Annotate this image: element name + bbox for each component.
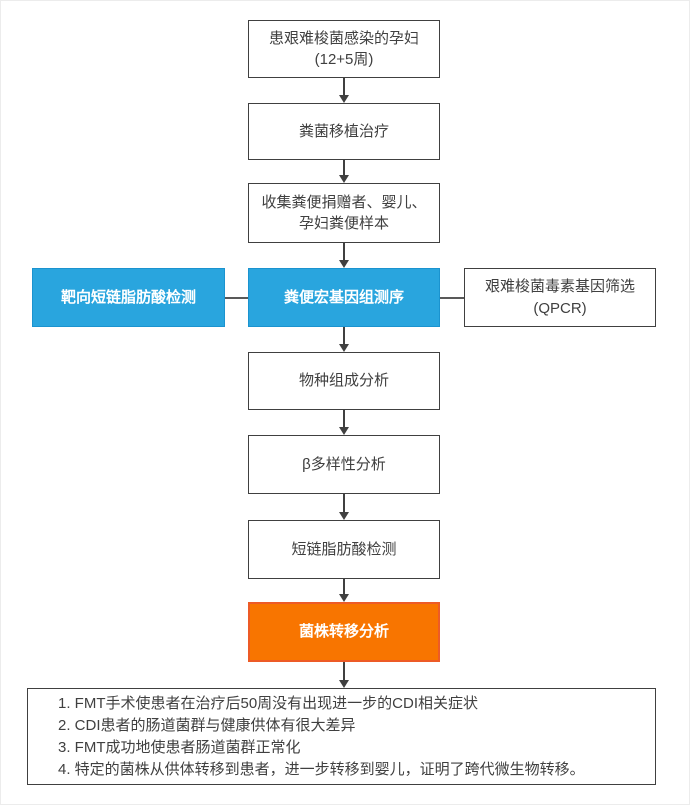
node-collect-samples-line1: 收集粪便捐赠者、婴儿、 bbox=[261, 193, 427, 211]
node-targeted-scfa: 靶向短链脂肪酸检测 bbox=[32, 268, 225, 327]
arrow-head bbox=[339, 594, 349, 602]
conclusion-item-3: 3. FMT成功地使患者肠道菌群正常化 bbox=[58, 738, 301, 756]
node-beta-diversity: β多样性分析 bbox=[248, 435, 440, 494]
arrow-head bbox=[339, 512, 349, 520]
arrow-down-icon bbox=[337, 160, 351, 183]
node-patient: 患艰难梭菌感染的孕妇 (12+5周) bbox=[248, 20, 440, 78]
arrow-down-icon bbox=[337, 410, 351, 435]
node-metagenomic-sequencing: 粪便宏基因组测序 bbox=[248, 268, 440, 327]
node-fmt-treatment-label: 粪菌移植治疗 bbox=[298, 122, 389, 140]
arrow-shaft bbox=[343, 327, 345, 344]
connector-line bbox=[225, 297, 248, 299]
arrow-down-icon bbox=[337, 494, 351, 520]
node-patient-line2: (12+5周) bbox=[314, 51, 374, 68]
node-strain-transfer: 菌株转移分析 bbox=[248, 602, 440, 662]
node-species-composition: 物种组成分析 bbox=[248, 352, 440, 410]
conclusion-item-1: 1. FMT手术使患者在治疗后50周没有出现进一步的CDI相关症状 bbox=[58, 694, 479, 712]
node-strain-transfer-label: 菌株转移分析 bbox=[298, 623, 389, 641]
node-metagenomic-sequencing-label: 粪便宏基因组测序 bbox=[283, 288, 404, 306]
node-collect-samples: 收集粪便捐赠者、婴儿、 孕妇粪便样本 bbox=[248, 183, 440, 243]
arrow-down-icon bbox=[337, 78, 351, 103]
connector-line bbox=[440, 297, 464, 299]
node-toxin-screening-line2: (QPCR) bbox=[533, 299, 587, 317]
node-fmt-treatment: 粪菌移植治疗 bbox=[248, 103, 440, 160]
arrow-shaft bbox=[343, 78, 345, 95]
arrow-head bbox=[339, 344, 349, 352]
arrow-down-icon bbox=[337, 579, 351, 602]
arrow-down-icon bbox=[337, 243, 351, 268]
node-toxin-screening: 艰难梭菌毒素基因筛选 (QPCR) bbox=[464, 268, 656, 327]
node-collect-samples-line2: 孕妇粪便样本 bbox=[298, 215, 389, 232]
node-beta-diversity-label: β多样性分析 bbox=[302, 455, 386, 473]
node-conclusions: 1. FMT手术使患者在治疗后50周没有出现进一步的CDI相关症状 2. CDI… bbox=[27, 688, 656, 785]
arrow-down-icon bbox=[337, 327, 351, 352]
node-species-composition-label: 物种组成分析 bbox=[298, 372, 389, 390]
node-toxin-screening-line1: 艰难梭菌毒素基因筛选 bbox=[484, 278, 635, 296]
arrow-head bbox=[339, 680, 349, 688]
arrow-shaft bbox=[343, 243, 345, 260]
conclusion-item-2: 2. CDI患者的肠道菌群与健康供体有很大差异 bbox=[58, 716, 356, 734]
arrow-shaft bbox=[343, 494, 345, 512]
node-scfa-detection-label: 短链脂肪酸检测 bbox=[291, 540, 397, 558]
node-scfa-detection: 短链脂肪酸检测 bbox=[248, 520, 440, 579]
arrow-head bbox=[339, 175, 349, 183]
arrow-down-icon bbox=[337, 662, 351, 688]
arrow-head bbox=[339, 427, 349, 435]
conclusion-item-4: 4. 特定的菌株从供体转移到患者，进一步转移到婴儿，证明了跨代微生物转移。 bbox=[58, 760, 585, 778]
node-patient-line1: 患艰难梭菌感染的孕妇 bbox=[268, 29, 419, 47]
node-targeted-scfa-label: 靶向短链脂肪酸检测 bbox=[60, 288, 196, 306]
arrow-head bbox=[339, 95, 349, 103]
arrow-head bbox=[339, 260, 349, 268]
arrow-shaft bbox=[343, 662, 345, 680]
arrow-shaft bbox=[343, 160, 345, 175]
arrow-shaft bbox=[343, 410, 345, 427]
arrow-shaft bbox=[343, 579, 345, 594]
